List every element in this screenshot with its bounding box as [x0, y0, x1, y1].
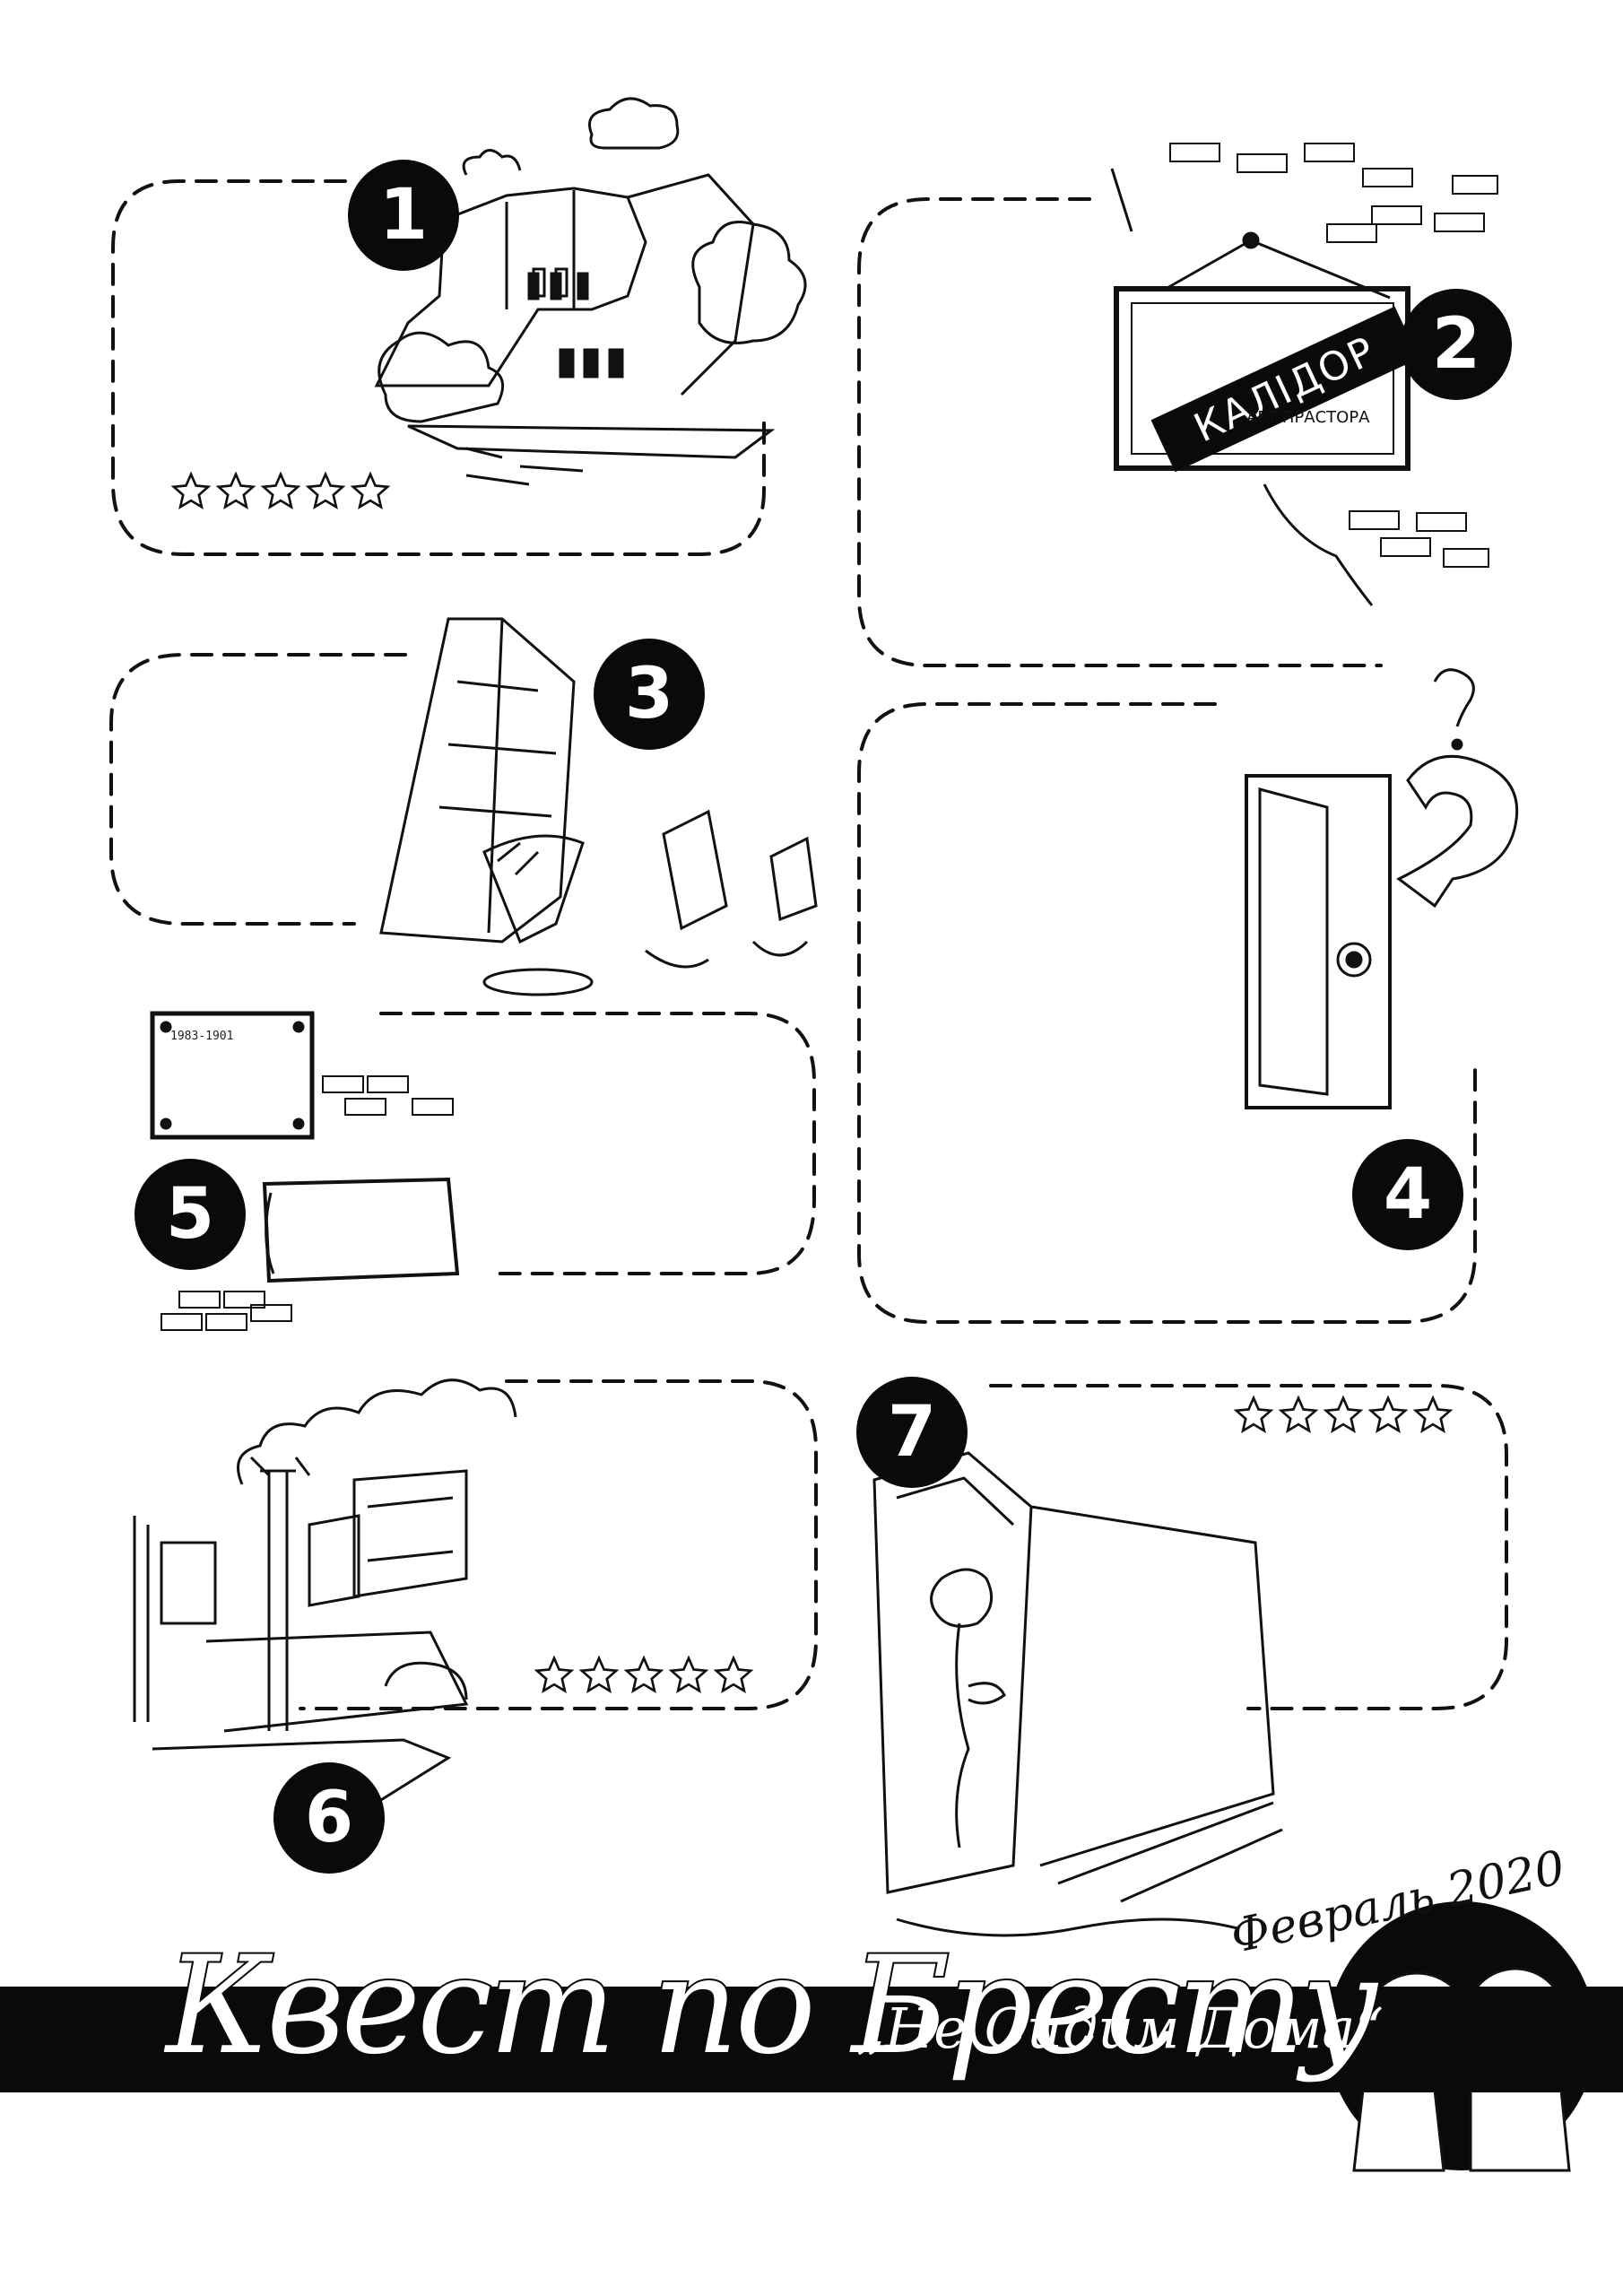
answer-box-1	[111, 179, 766, 556]
door-illustration	[1245, 668, 1519, 1109]
star-icon[interactable]	[578, 1655, 620, 1696]
street-rose-illustration	[872, 1451, 1283, 1937]
answer-box-5	[379, 1012, 816, 1275]
stop-badge-4: 4	[1352, 1139, 1463, 1250]
stop-badge-7: 7	[856, 1377, 968, 1488]
answer-box-6	[299, 1379, 818, 1710]
sign-illustration	[1110, 143, 1498, 606]
star-icon[interactable]	[305, 471, 346, 512]
city-illustration	[133, 1378, 517, 1805]
star-icon[interactable]	[1323, 1395, 1364, 1436]
rating-stars-stop-6[interactable]	[534, 1655, 754, 1696]
star-icon[interactable]	[1367, 1395, 1409, 1436]
sign-subtitle: АРТ ПРАСТОРА	[1246, 408, 1370, 427]
star-icon[interactable]	[215, 471, 256, 512]
footer-subtitle: „Не Сидим Дома“	[856, 1996, 1384, 2061]
answer-box-3	[109, 653, 407, 926]
stop-badge-2: 2	[1401, 289, 1512, 400]
star-icon[interactable]	[623, 1655, 664, 1696]
rating-stars-stop-1[interactable]	[170, 471, 391, 512]
star-icon[interactable]	[260, 471, 301, 512]
star-icon[interactable]	[668, 1655, 709, 1696]
rating-stars-stop-7[interactable]	[1233, 1395, 1454, 1436]
star-icon[interactable]	[1278, 1395, 1319, 1436]
plaques-illustration	[150, 1011, 460, 1331]
star-icon[interactable]	[1233, 1395, 1274, 1436]
star-icon[interactable]	[170, 471, 212, 512]
star-icon[interactable]	[1412, 1395, 1454, 1436]
plaque-year-text: 1983-1901	[170, 1030, 234, 1043]
star-icon[interactable]	[534, 1655, 575, 1696]
footer-band	[0, 1987, 1623, 2092]
bookshelf-illustration	[379, 617, 818, 996]
answer-box-2	[857, 197, 1383, 667]
stop-badge-6: 6	[273, 1762, 385, 1874]
stop-badge-3: 3	[594, 639, 705, 750]
stop-badge-1: 1	[348, 160, 459, 271]
star-icon[interactable]	[713, 1655, 754, 1696]
star-icon[interactable]	[350, 471, 391, 512]
answer-box-7	[989, 1384, 1508, 1710]
footer-title: Квест по Бресту	[164, 1926, 1381, 2086]
stop-badge-5: 5	[135, 1159, 246, 1270]
house-illustration	[374, 97, 807, 486]
answer-box-4	[857, 702, 1477, 1324]
